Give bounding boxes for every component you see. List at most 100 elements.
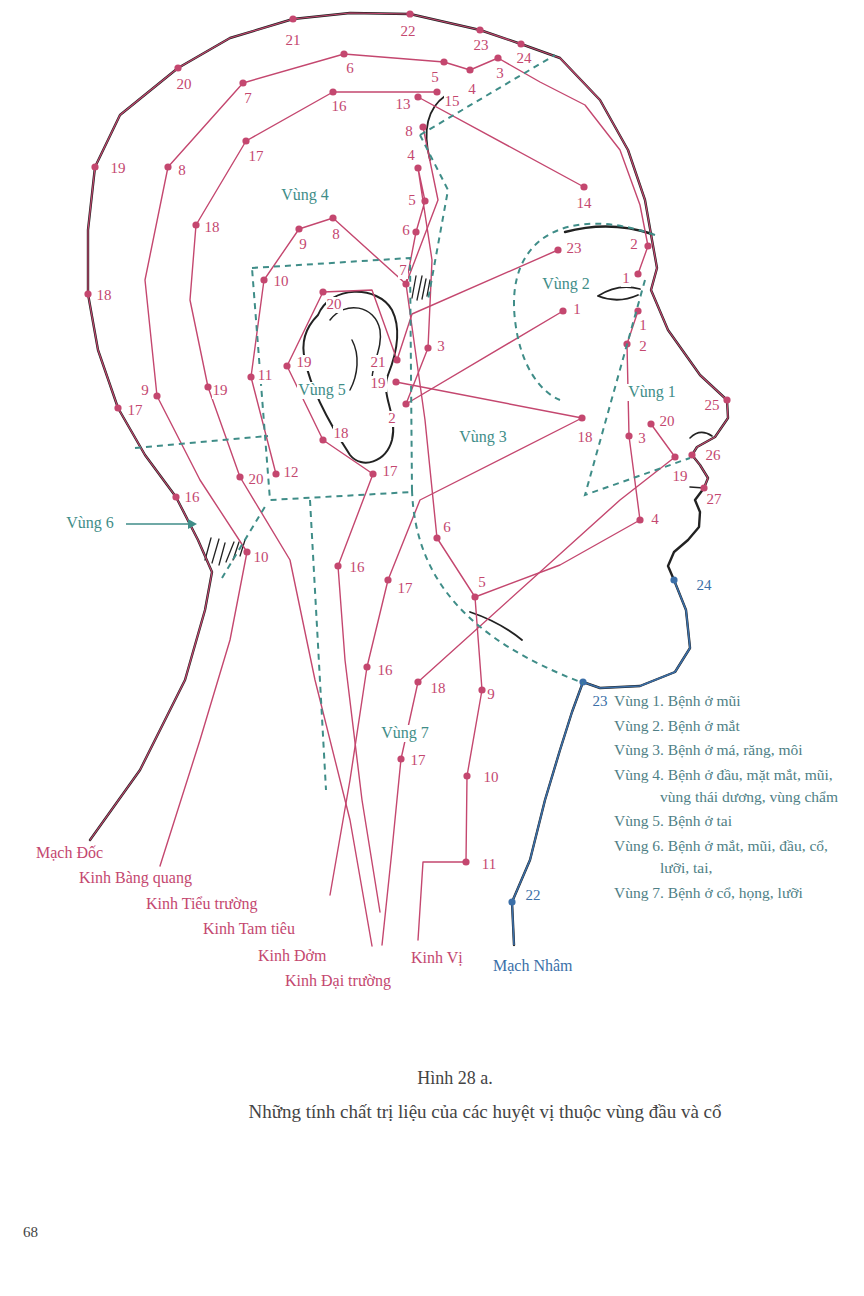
zone-outline [405, 425, 590, 690]
acupoint-dot [414, 678, 421, 685]
zone-label-holder: Vùng 5 [297, 381, 347, 399]
meridian-name: Kinh Bàng quang [78, 870, 193, 887]
acupoint-dot [363, 663, 370, 670]
callout-number: 4 [650, 512, 660, 528]
acupoint-dot [319, 436, 326, 443]
label-holder: 19 [370, 374, 387, 392]
callout-number: 18 [577, 430, 594, 446]
zone-label-holder: Vùng 6 [65, 514, 115, 532]
acupoint-dot [114, 404, 121, 411]
label-holder: 3 [436, 337, 446, 355]
acupoint-dot [462, 858, 469, 865]
acupoint-dot [272, 470, 279, 477]
callout-number: 9 [298, 237, 308, 253]
label-holder: 16 [331, 97, 348, 115]
label-holder: 21 [370, 353, 387, 371]
callout-number: 27 [706, 492, 723, 508]
label-holder: 4 [650, 510, 660, 528]
callout-number: 8 [331, 227, 341, 243]
acupoint-dot [647, 420, 654, 427]
label-holder: 1 [572, 300, 582, 318]
label-holder: 19 [672, 467, 689, 485]
zone-label: Vùng 5 [297, 382, 347, 399]
acupoint-dot [242, 137, 249, 144]
acupoint-dot [424, 344, 431, 351]
zone-region: Vùng 4 [130, 50, 570, 455]
label-holder: 18 [204, 218, 221, 236]
label-holder: 20 [326, 295, 343, 313]
label-holder: Mạch Đốc [35, 844, 104, 862]
acupoint-dot [700, 484, 707, 491]
label-holder: Vùng 7. Bệnh ở cổ, họng, lưỡi [614, 882, 850, 904]
callout-number: 20 [659, 414, 676, 430]
label-holder: 27 [706, 490, 723, 508]
acupoint-dot [172, 493, 179, 500]
label-holder: 17 [397, 579, 414, 597]
zone-label: Vùng 7 [380, 725, 430, 742]
callout-number: 21 [285, 33, 302, 49]
callout-number: 19 [110, 161, 127, 177]
acupoint-dot [295, 225, 302, 232]
zone-region: Vùng 1 [580, 280, 695, 500]
callout-number: 16 [377, 663, 394, 679]
label-holder: 10 [253, 548, 270, 566]
acupoint-dot [334, 562, 341, 569]
label-holder: 19 [212, 381, 229, 399]
callout-number: 23 [566, 241, 583, 257]
label-holder: 9 [298, 235, 308, 253]
callout-number: 13 [395, 97, 412, 113]
meridian-name: Kinh Đại trường [284, 973, 392, 990]
callout-number: 6 [345, 61, 355, 77]
zone-label: Vùng 2 [541, 276, 591, 293]
label-holder: 20 [176, 75, 193, 93]
acupoint-dot [319, 288, 326, 295]
label-holder: 6 [442, 518, 452, 536]
label-holder: 20 [248, 470, 265, 488]
acupoint-dot [412, 228, 419, 235]
label-holder: 4 [406, 146, 416, 164]
acupoint-dot [636, 516, 643, 523]
label-holder: 1 [621, 269, 631, 287]
acupoint-dot [478, 686, 485, 693]
label-holder: 17 [248, 147, 265, 165]
caption-holder: Những tính chất trị liệu của các huyệt v… [247, 1102, 722, 1122]
acupoint-dot [625, 432, 632, 439]
acupoint-dot [723, 396, 730, 403]
label-holder: 10 [483, 768, 500, 786]
label-holder: 23 [566, 239, 583, 257]
zone-boundary [222, 505, 266, 578]
label-holder: Kinh Bàng quang [78, 869, 193, 887]
meridian-name: Kinh Đởm [257, 948, 327, 965]
acupoint-dot [406, 10, 413, 17]
acupoint-dot [671, 453, 678, 460]
callout-number: 7 [398, 263, 408, 279]
zone-label-holder: Vùng 2 [541, 275, 591, 293]
callout-number: 1 [638, 318, 648, 334]
acupoint-dot [578, 414, 585, 421]
callout-number: 9 [486, 687, 496, 703]
acupoint-dot [340, 50, 347, 57]
label-holder: 3 [495, 64, 505, 82]
label-holder: 17 [382, 462, 399, 480]
label-holder: 23 [473, 36, 490, 54]
callout-number: 2 [638, 339, 648, 355]
acupoint-dot [369, 470, 376, 477]
zone-label-holder: Vùng 1 [627, 383, 677, 401]
label-holder: 4 [467, 80, 477, 98]
callout-number: 11 [481, 857, 497, 873]
callout-number: 17 [410, 753, 427, 769]
sideburn-hair [412, 276, 430, 300]
callout-number: 15 [444, 94, 461, 110]
callout-number: 1 [621, 271, 631, 287]
acupoint-dot [153, 392, 160, 399]
hairline [426, 96, 445, 160]
label-holder: 20 [659, 412, 676, 430]
label-holder: Vùng 5. Bệnh ở tai [614, 810, 850, 832]
callout-number: 22 [400, 24, 417, 40]
caption-holder: Hình 28 a. [416, 1069, 494, 1088]
label-holder: 1 [638, 316, 648, 334]
callout-number: 16 [331, 99, 348, 115]
callout-number: 23 [592, 694, 609, 710]
eye [598, 287, 640, 300]
callout-number: 2 [629, 237, 639, 253]
